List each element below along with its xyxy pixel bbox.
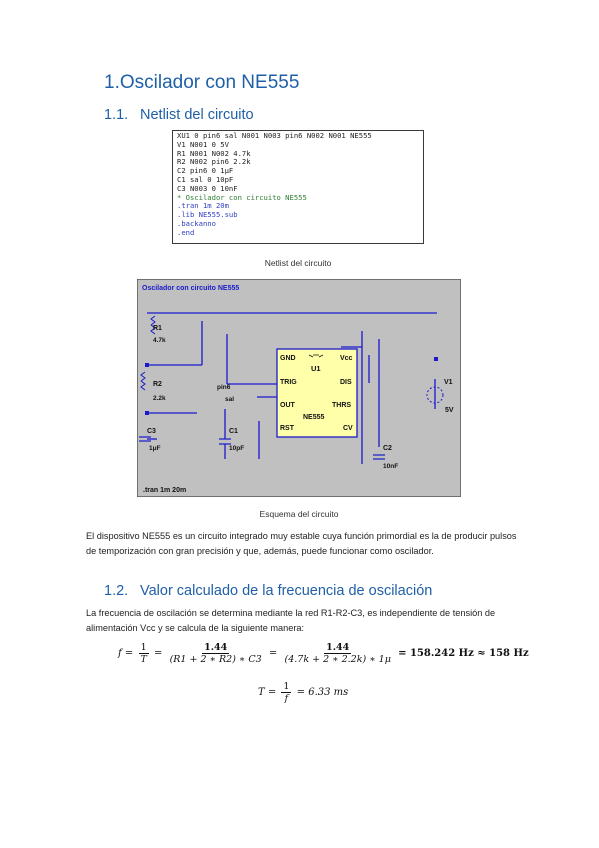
c2-value: 10nF xyxy=(383,463,398,470)
r2-name: R2 xyxy=(153,381,162,388)
schematic-caption: Esquema del circuito xyxy=(259,509,339,519)
netlist-line: .lib NE555.sub xyxy=(177,210,238,220)
pin6-label: pin6 xyxy=(217,384,231,391)
r1-name: R1 xyxy=(153,325,162,332)
heading-title: Netlist del circuito xyxy=(140,107,254,123)
node-marker xyxy=(434,357,438,361)
capacitor-c3-icon xyxy=(139,436,151,442)
wires xyxy=(147,312,437,464)
netlist-line: * Oscilador con circuito NE555 xyxy=(177,192,307,202)
spice-directive: .tran 1m 20m xyxy=(143,487,186,494)
netlist-line: .tran 1m 20m xyxy=(177,201,229,211)
resistor-r2-icon xyxy=(140,371,146,391)
heading-number: 1.2. xyxy=(104,583,129,599)
netlist-line: C1 sal 0 10pF xyxy=(177,174,234,184)
section-heading-1-2: 1.2. Valor calculado de la frecuencia de … xyxy=(104,583,432,599)
netlist-line: R1 N001 N002 4.7k xyxy=(177,148,251,158)
netlist-caption: Netlist del circuito xyxy=(264,258,332,268)
pin-thrs: THRS xyxy=(332,402,351,409)
heading-number: 1.1. xyxy=(104,107,129,123)
r2-value: 2.2k xyxy=(153,395,166,402)
formula-lhs: T = xyxy=(258,687,277,698)
c2-name: C2 xyxy=(383,445,392,452)
paragraph-frequency: La frecuencia de oscilación se determina… xyxy=(86,608,496,634)
numerator: 1.44 xyxy=(202,642,230,654)
pin-cv: CV xyxy=(343,425,353,432)
pin-rst: RST xyxy=(280,425,295,432)
pin-trig: TRIG xyxy=(280,379,297,386)
ic-notch-icon xyxy=(308,354,324,358)
netlist-line: C3 N003 0 10nF xyxy=(177,183,238,193)
netlist-line: .backanno xyxy=(177,218,216,228)
sal-label: sal xyxy=(225,396,234,403)
pin-out: OUT xyxy=(280,402,296,409)
ic-model: NE555 xyxy=(303,414,325,421)
formula-result: = 158.242 Hz ≈ 158 Hz xyxy=(398,648,529,659)
section-heading-1: 1.Oscilador con NE555 xyxy=(104,72,299,94)
netlist-line: C2 pin6 0 1μF xyxy=(177,166,234,176)
formula-lhs: f = xyxy=(118,648,134,659)
numerator: 1.44 xyxy=(324,642,352,654)
pin-vcc: Vcc xyxy=(340,355,353,362)
v1-value: 5V xyxy=(445,407,454,414)
ne555-ic xyxy=(276,348,358,438)
denominator: f xyxy=(284,693,289,704)
netlist-line: R2 N002 pin6 2.2k xyxy=(177,157,251,167)
heading-number: 1. xyxy=(104,72,120,93)
ic-name: U1 xyxy=(311,364,321,373)
c3-value: 1μF xyxy=(149,445,161,452)
r1-value: 4.7k xyxy=(153,337,166,344)
c1-value: 10pF xyxy=(229,445,244,452)
node-marker xyxy=(145,411,149,415)
schematic-title: Oscilador con circuito NE555 xyxy=(142,285,239,292)
pin-gnd: GND xyxy=(280,355,296,362)
equals-sign: = xyxy=(153,648,163,659)
section-heading-1-1: 1.1. Netlist del circuito xyxy=(104,107,254,123)
resistor-r1-icon xyxy=(150,315,156,335)
circuit-schematic: Oscilador con circuito NE555 R1 4.7k R2 … xyxy=(137,279,461,497)
equals-sign: = xyxy=(268,648,278,659)
netlist-line: .end xyxy=(177,227,195,237)
numerator: 1 xyxy=(281,681,292,693)
netlist-box: XU1 0 pin6 sal N001 N003 pin6 N002 N001 … xyxy=(172,130,424,244)
c3-name: C3 xyxy=(147,428,156,435)
denominator: (4.7k + 2 ∗ 2.2k) ∗ 1μ xyxy=(284,654,391,665)
node-marker xyxy=(145,363,149,367)
fraction: 1.44(R1 + 2 ∗ R2) ∗ C3 xyxy=(168,642,264,665)
netlist-line: XU1 0 pin6 sal N001 N003 pin6 N002 N001 … xyxy=(177,131,372,140)
numerator: 1 xyxy=(138,642,149,654)
netlist-line: V1 N001 0 5V xyxy=(177,139,229,149)
heading-title: Valor calculado de la frecuencia de osci… xyxy=(140,583,433,599)
capacitor-c2-icon xyxy=(373,454,385,460)
denominator: (R1 + 2 ∗ R2) ∗ C3 xyxy=(169,654,262,665)
voltage-source-v1-icon xyxy=(426,386,444,404)
heading-title: Oscilador con NE555 xyxy=(119,72,300,93)
formula-result: = 6.33 ms xyxy=(296,687,349,698)
capacitor-c1-icon xyxy=(219,438,231,445)
c1-name: C1 xyxy=(229,428,238,435)
paragraph-description: El dispositivo NE555 es un circuito inte… xyxy=(86,531,517,557)
pin-dis: DIS xyxy=(340,379,352,386)
fraction: 1.44(4.7k + 2 ∗ 2.2k) ∗ 1μ xyxy=(283,642,393,665)
v1-name: V1 xyxy=(444,379,453,386)
denominator: T xyxy=(140,654,147,665)
